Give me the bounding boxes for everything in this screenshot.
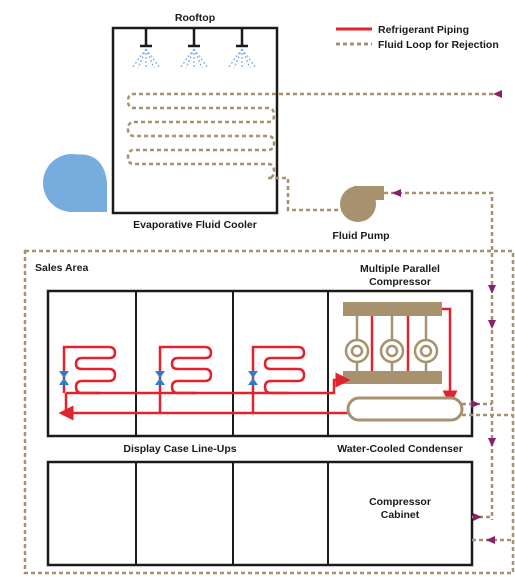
flow-arrow xyxy=(493,90,502,98)
flow-arrows xyxy=(392,90,502,544)
compressor-cabinet-label-1: Compressor xyxy=(369,496,431,508)
compressor-cabinet-label-2: Cabinet xyxy=(381,509,420,521)
spray-nozzle-icon xyxy=(131,28,161,69)
evaporator-coil xyxy=(251,345,306,395)
evaporative-fluid-cooler-label: Evaporative Fluid Cooler xyxy=(133,219,257,231)
multiple-parallel-compressor-label-1: Multiple Parallel xyxy=(360,263,440,275)
evaporator-coil xyxy=(62,345,117,395)
compressor-rack xyxy=(343,302,442,384)
pump-discharge-line xyxy=(384,191,494,520)
compressor-icon xyxy=(344,338,370,364)
sales-area-label: Sales Area xyxy=(35,262,88,274)
compressor-icon xyxy=(413,338,439,364)
legend-refrigerant-label: Refrigerant Piping xyxy=(378,24,469,36)
pump-icon xyxy=(340,186,384,222)
compressor-icon xyxy=(379,338,405,364)
expansion-valve-icon xyxy=(155,371,165,385)
evaporator-coil xyxy=(158,345,213,395)
flow-arrow xyxy=(488,320,496,329)
sales-area-boundary xyxy=(23,249,515,575)
fluid-pump-label: Fluid Pump xyxy=(332,230,389,242)
flow-arrow xyxy=(471,400,480,408)
expansion-valve-icon xyxy=(248,371,258,385)
display-case-lineups xyxy=(46,289,474,438)
fan-icon xyxy=(43,154,107,212)
legend-fluid-loop-label: Fluid Loop for Rejection xyxy=(378,39,499,51)
flow-arrow xyxy=(488,438,496,447)
multiple-parallel-compressor-label-2: Compressor xyxy=(369,276,431,288)
flow-arrow xyxy=(392,189,401,197)
refrigerant-piping xyxy=(58,307,458,421)
display-case-lineups-label: Display Case Line-Ups xyxy=(123,443,236,455)
water-cooled-condenser-label: Water-Cooled Condenser xyxy=(337,443,463,455)
spray-nozzle-icon xyxy=(227,28,257,69)
condenser-icon xyxy=(346,396,464,422)
legend: Refrigerant Piping Fluid Loop for Reject… xyxy=(336,24,499,51)
evaporative-fluid-cooler xyxy=(111,26,279,215)
rooftop-label: Rooftop xyxy=(175,12,215,24)
flow-arrow xyxy=(488,285,496,294)
flow-arrow xyxy=(473,513,482,521)
flow-arrow xyxy=(486,536,495,544)
spray-nozzle-icon xyxy=(179,28,209,69)
expansion-valve-icon xyxy=(59,371,69,385)
lower-case-lineup xyxy=(46,460,474,567)
cooler-coil xyxy=(126,92,500,212)
